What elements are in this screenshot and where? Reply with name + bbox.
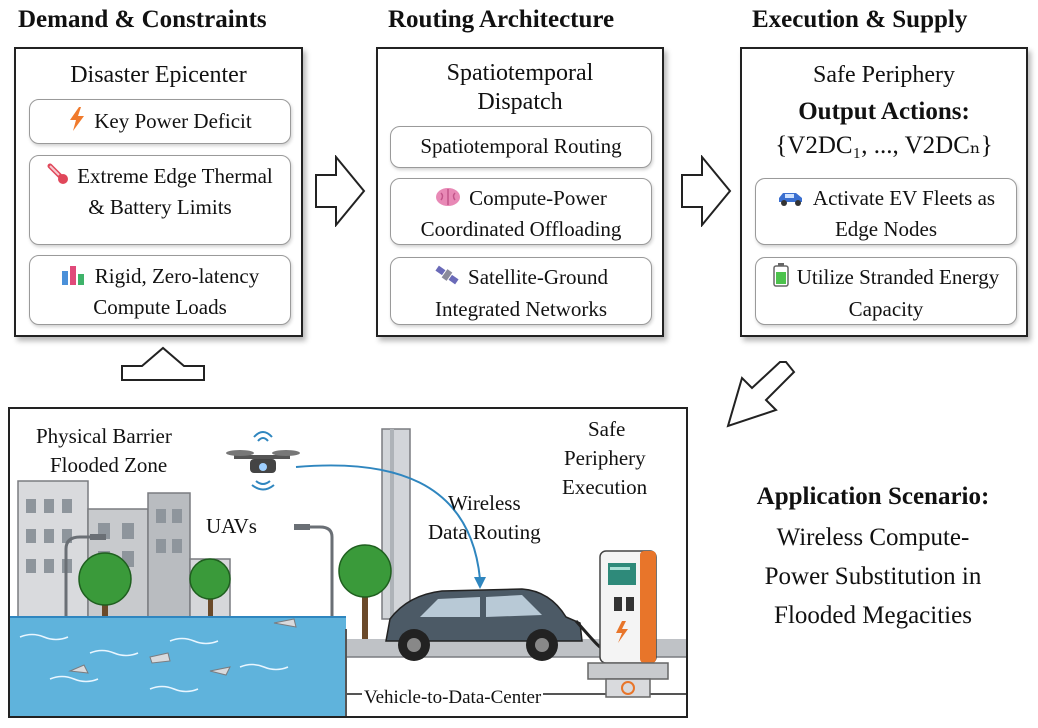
application-line-3: Flooded Megacities xyxy=(774,602,972,629)
item-compute-power: Compute-Power Coordinated Offloading xyxy=(390,178,652,245)
arrow-routing-to-execution xyxy=(681,155,732,227)
thermometer-icon xyxy=(47,163,69,193)
item-text: Rigid, Zero-latency Compute Loads xyxy=(93,264,260,320)
panel-demand: Disaster Epicenter Key Power Deficit Ext… xyxy=(14,47,303,337)
label-periphery: Periphery xyxy=(564,446,646,470)
header-demand: Demand & Constraints xyxy=(18,6,267,33)
ev-car-icon xyxy=(385,588,583,661)
label-execution: Execution xyxy=(562,475,648,499)
bar-chart-icon xyxy=(61,263,87,293)
item-satellite-ground: Satellite-Ground Integrated Networks xyxy=(390,257,652,325)
label-uavs: UAVs xyxy=(206,514,257,538)
satellite-icon xyxy=(434,263,460,295)
label-data-routing: Data Routing xyxy=(428,520,541,544)
car-icon xyxy=(777,186,805,215)
ev-charger-icon xyxy=(587,550,669,698)
application-heading: Application Scenario: xyxy=(756,483,990,510)
panel-execution: Safe Periphery Output Actions: {V2DC₁, .… xyxy=(740,47,1028,337)
item-key-power-deficit: Key Power Deficit xyxy=(29,99,291,144)
label-flooded-zone: Flooded Zone xyxy=(50,453,168,477)
label-vehicle-to-data-center: Vehicle-to-Data-Center xyxy=(362,684,544,711)
label-physical-barrier: Physical Barrier xyxy=(36,424,172,448)
lightning-icon xyxy=(68,107,86,139)
item-text: Satellite-Ground Integrated Networks xyxy=(434,265,608,322)
item-text: Compute-Power Coordinated Offloading xyxy=(420,186,622,241)
panel-routing: Spatiotemporal Dispatch Spatiotemporal R… xyxy=(376,47,664,337)
arrow-demand-to-routing xyxy=(315,155,366,227)
header-routing: Routing Architecture xyxy=(388,6,615,33)
drone-icon xyxy=(226,431,300,491)
label-safe: Safe xyxy=(588,417,626,441)
item-text: Spatiotemporal Routing xyxy=(420,134,622,158)
item-activate-ev: Activate EV Fleets as Edge Nodes xyxy=(755,178,1017,245)
arrow-scene-to-demand xyxy=(121,346,205,381)
panel-demand-title: Disaster Epicenter xyxy=(70,62,247,88)
item-spatiotemporal-routing: Spatiotemporal Routing xyxy=(390,126,652,168)
arrow-execution-to-scene xyxy=(726,361,796,428)
item-thermal-battery: Extreme Edge Thermal & Battery Limits xyxy=(29,155,291,245)
brain-icon xyxy=(435,186,461,215)
battery-icon xyxy=(772,263,789,295)
item-text: Key Power Deficit xyxy=(94,109,252,133)
flood-scene-illustration xyxy=(10,428,686,716)
application-line-2: Power Substitution in xyxy=(764,563,982,590)
application-line-1: Wireless Compute- xyxy=(776,524,970,551)
scene-panel: Physical Barrier Flooded Zone UAVs Wirel… xyxy=(8,407,688,718)
header-execution: Execution & Supply xyxy=(752,6,968,33)
output-actions-set: {V2DC₁, ..., V2DCₙ} xyxy=(775,132,993,159)
label-wireless: Wireless xyxy=(448,491,521,515)
item-utilize-energy: Utilize Stranded Energy Capacity xyxy=(755,257,1017,325)
panel-routing-title: Spatiotemporal Dispatch xyxy=(446,60,594,115)
item-text: Utilize Stranded Energy Capacity xyxy=(796,265,1000,322)
item-compute-loads: Rigid, Zero-latency Compute Loads xyxy=(29,255,291,325)
panel-execution-title: Safe Periphery xyxy=(813,62,955,88)
output-actions-label: Output Actions: xyxy=(798,98,970,125)
item-text: Activate EV Fleets as Edge Nodes xyxy=(812,186,996,241)
item-text: Extreme Edge Thermal & Battery Limits xyxy=(77,164,273,220)
